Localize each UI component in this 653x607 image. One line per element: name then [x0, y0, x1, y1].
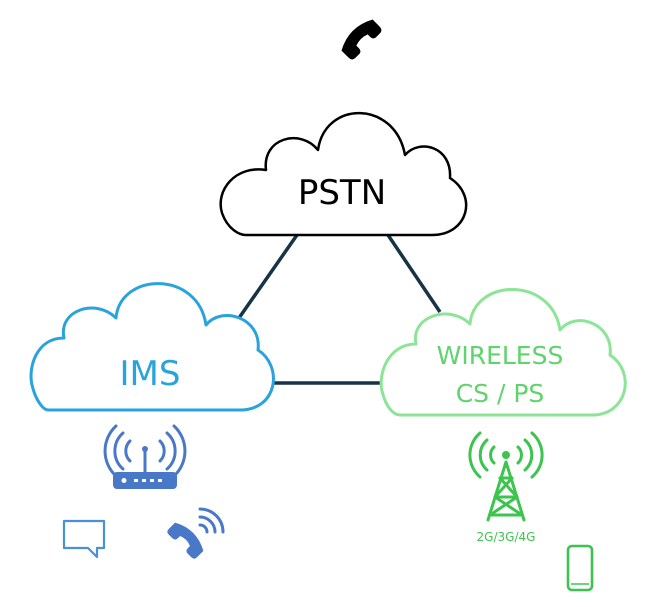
pstn-cloud: PSTN [219, 111, 468, 237]
cell-tower-icon [468, 431, 544, 522]
ims-cloud: IMS [29, 282, 275, 412]
smartphone-icon [566, 544, 594, 592]
ims-cloud-shape [29, 282, 275, 412]
link-pstn-wireless [386, 234, 442, 313]
tower-caption: 2G/3G/4G [477, 530, 536, 544]
link-pstn-ims [230, 233, 299, 330]
wireless-cloud: WIRELESS CS / PS [379, 288, 627, 417]
chat-bubble-icon [62, 519, 106, 559]
phone-ringing-icon [167, 507, 225, 559]
connection-links [230, 233, 442, 385]
wireless-label-line2: CS / PS [456, 379, 545, 408]
ims-label: IMS [120, 354, 181, 394]
telephone-handset-icon [341, 19, 382, 60]
wifi-router-icon [103, 424, 187, 489]
pstn-label: PSTN [298, 173, 386, 213]
wireless-cloud-shape [379, 288, 627, 417]
wireless-label-line1: WIRELESS [437, 341, 564, 370]
pstn-cloud-shape [219, 111, 468, 237]
